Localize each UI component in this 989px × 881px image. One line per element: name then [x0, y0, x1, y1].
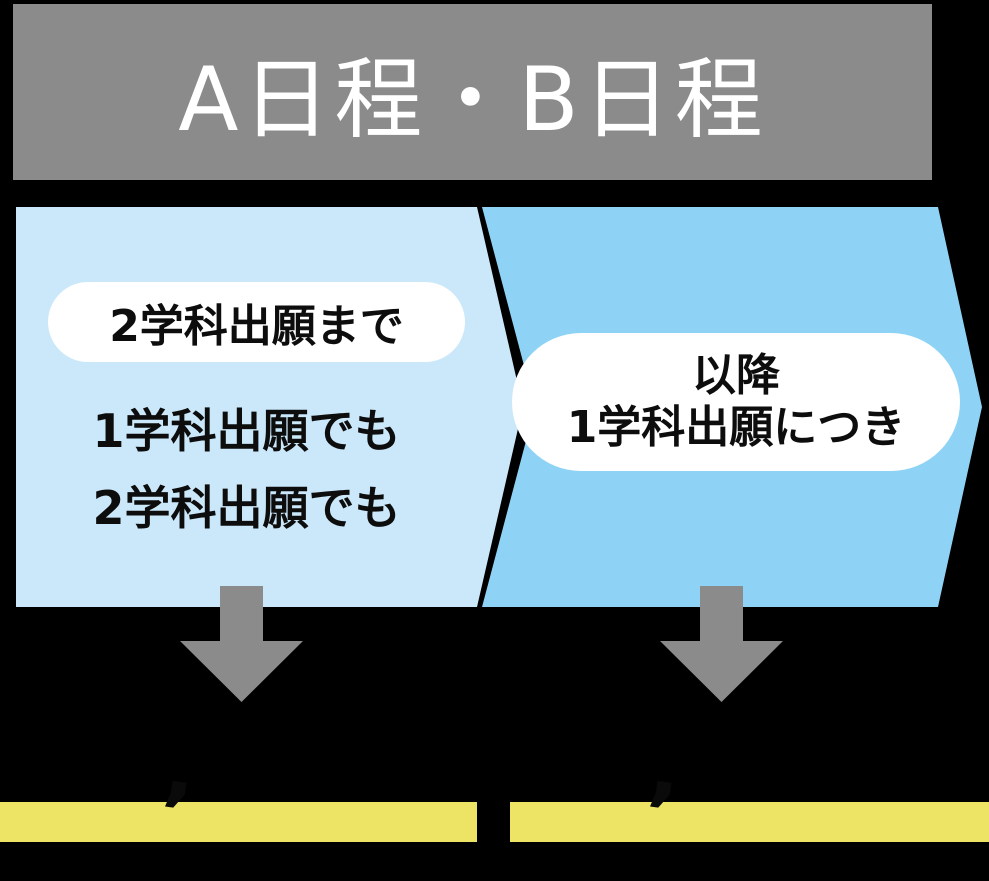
right-panel-badge-line-1: 以降 — [692, 350, 780, 401]
comma-fragment-left: , — [159, 721, 203, 818]
header-title: A日程・B日程 — [178, 47, 767, 151]
left-panel — [16, 207, 523, 607]
left-panel-badge: 2学科出願まで — [48, 282, 465, 362]
highlight-bar-right — [510, 802, 989, 842]
right-panel-badge: 以降 1学科出願につき — [512, 333, 960, 471]
highlight-bar-left — [0, 802, 477, 842]
comma-fragment-right: , — [644, 721, 688, 818]
left-panel-badge-label: 2学科出願まで — [109, 301, 404, 352]
header-bar: A日程・B日程 — [13, 4, 932, 180]
left-panel-line-2: 2学科出願でも — [92, 481, 401, 535]
left-panel-line-1: 1学科出願でも — [92, 404, 401, 458]
right-panel-badge-line-2: 1学科出願につき — [566, 402, 906, 453]
